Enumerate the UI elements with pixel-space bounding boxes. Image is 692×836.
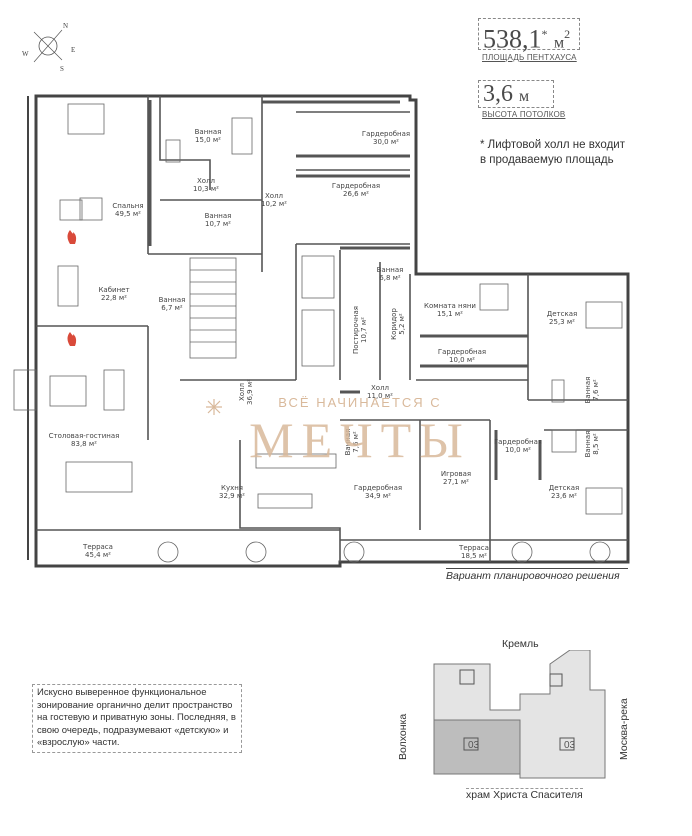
area-unit: м <box>554 34 565 52</box>
bed-master <box>67 103 105 135</box>
room-hall1-area: 10,3 м² <box>193 185 219 193</box>
room-dining-name: Столовая-гостиная <box>49 432 120 440</box>
dining-table <box>65 461 133 493</box>
height-label: ВЫСОТА ПОТОЛКОВ <box>482 110 566 119</box>
room-dining-area: 83,8 м² <box>71 440 97 448</box>
compass-n: N <box>63 22 68 30</box>
compass-e: E <box>71 46 75 54</box>
room-ward3-name: Гардеробная <box>438 348 486 356</box>
description-text: Искусно выверенное функциональное зониро… <box>32 684 242 753</box>
area-unit-power: 2 <box>564 27 571 41</box>
room-kids1-area: 25,3 м² <box>549 318 575 326</box>
kitchen-island <box>257 493 313 509</box>
height-value: 3,6 <box>483 81 513 107</box>
room-staff-area: 15,1 м² <box>437 310 463 318</box>
room-bath2-area: 10,7 м² <box>205 220 231 228</box>
map-label-bottom: храм Христа Спасителя <box>466 788 583 801</box>
area-label: ПЛОЩАДЬ ПЕНТХАУСА <box>482 53 577 62</box>
room-ward5-name: Гардеробная <box>354 484 402 492</box>
room-hall1-name: Холл <box>197 177 215 185</box>
fireplace-icons <box>67 230 77 346</box>
room-terrace2-name: Терраса <box>458 544 489 552</box>
room-ward1-name: Гардеробная <box>362 130 410 138</box>
outer-wall <box>34 94 630 568</box>
room-bath5-area: 7,6 м² <box>592 379 600 401</box>
map-label-right: Москва-река <box>618 698 630 760</box>
height-value-box: 3,6 м <box>478 80 554 108</box>
height-unit: м <box>519 88 530 105</box>
room-bath4-area: 6,7 м² <box>161 304 183 312</box>
room-ward5-area: 34,9 м² <box>365 492 391 500</box>
room-hall4-name: Холл <box>371 384 389 392</box>
bed-kids2 <box>585 487 623 515</box>
room-bath2-name: Ванная <box>205 212 232 220</box>
compass-s: S <box>60 65 64 73</box>
room-hall2-name: Холл <box>265 192 283 200</box>
room-ward3-area: 10,0 м² <box>449 356 475 364</box>
variant-caption: Вариант планировочного решения <box>446 568 628 582</box>
room-corridor-area: 5,2 м² <box>398 313 406 335</box>
room-bedroom-name: Спальня <box>112 202 143 210</box>
room-ward2-name: Гардеробная <box>332 182 380 190</box>
room-bath1-name: Ванная <box>195 128 222 136</box>
room-ward4-area: 10,0 м² <box>505 446 531 454</box>
room-kids2-name: Детская <box>549 484 579 492</box>
area-value: 538,1 <box>483 24 542 54</box>
bed-kids1 <box>585 301 623 329</box>
area-mark: * <box>541 27 548 41</box>
desk <box>57 265 79 307</box>
room-bath6-name: Ванная <box>344 429 352 456</box>
map-marker-a: 03 <box>468 740 480 751</box>
bed-nanny <box>479 283 509 311</box>
compass-w: W <box>22 50 29 58</box>
room-play-area: 27,1 м² <box>443 478 469 486</box>
compass-rose-icon: N E S W <box>22 22 75 73</box>
room-hall3-name: Холл <box>238 383 246 401</box>
room-cabinet-name: Кабинет <box>98 286 129 294</box>
room-terrace1-area: 45,4 м² <box>85 551 111 559</box>
room-bath5-name: Ванная <box>584 377 592 404</box>
room-ward4-name: Гардеробная <box>494 438 542 446</box>
room-kitchen-name: Кухня <box>221 484 243 492</box>
map-label-left: Волхонка <box>397 713 409 760</box>
room-laundry-area: 10,7 м² <box>360 317 368 343</box>
room-terrace1-name: Терраса <box>82 543 113 551</box>
location-map: 03 03 <box>433 650 606 779</box>
room-bath6-area: 7,6 м² <box>352 431 360 453</box>
room-kids2-area: 23,6 м² <box>551 492 577 500</box>
room-terrace2-area: 18,5 м² <box>461 552 487 560</box>
map-marker-b: 03 <box>564 740 576 751</box>
room-play-name: Игровая <box>441 470 471 478</box>
room-bath3-name: Ванная <box>377 266 404 274</box>
room-bath1-area: 15,0 м² <box>195 136 221 144</box>
room-bath7-name: Ванная <box>584 431 592 458</box>
area-value-box: 538,1* м2 <box>478 18 580 54</box>
room-bath4-name: Ванная <box>159 296 186 304</box>
room-ward1-area: 30,0 м² <box>373 138 399 146</box>
sofa-2 <box>103 369 125 411</box>
room-corridor-name: Коридор <box>390 308 398 340</box>
room-hall3-area: 36,9 м² <box>246 379 254 405</box>
room-kids1-name: Детская <box>547 310 577 318</box>
lift-hall-note: * Лифтовой холл не входит в продаваемую … <box>480 139 625 166</box>
room-ward2-area: 26,6 м² <box>343 190 369 198</box>
room-kitchen-area: 32,9 м² <box>219 492 245 500</box>
room-bath3-area: 6,8 м² <box>379 274 401 282</box>
sofa-1 <box>13 369 37 411</box>
room-bedroom-area: 49,5 м² <box>115 210 141 218</box>
room-hall4-area: 11,0 м² <box>367 392 393 400</box>
map-label-top: Кремль <box>502 638 539 650</box>
room-cabinet-area: 22,8 м² <box>101 294 127 302</box>
location-highlight <box>433 719 521 775</box>
room-staff-name: Комната няни <box>424 302 476 310</box>
room-hall2-area: 10,2 м² <box>261 200 287 208</box>
room-laundry-name: Постирочная <box>352 306 360 354</box>
room-bath7-area: 8,5 м² <box>592 433 600 455</box>
